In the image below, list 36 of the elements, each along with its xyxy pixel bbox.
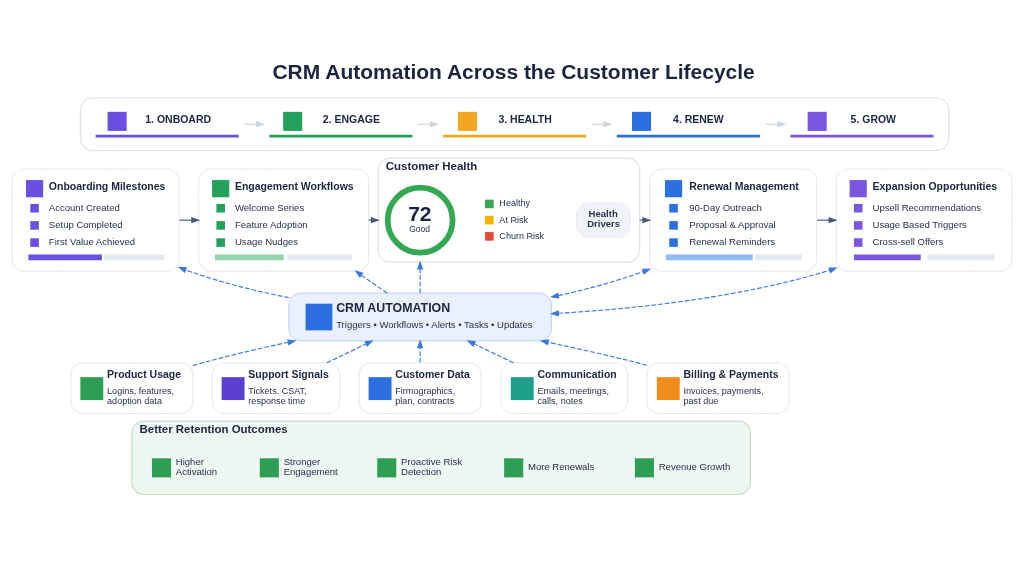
node-box: Health Drivers — [576, 202, 631, 238]
node-label: Stronger Engagement — [283, 455, 338, 478]
node-box — [377, 458, 397, 478]
arrow — [177, 266, 290, 299]
arrow — [539, 339, 648, 366]
node-box: Renewal Management 90-Day Outreach Proposal & Approval Renewal Reminders — [649, 168, 818, 272]
arrow — [417, 339, 424, 364]
node-box — [259, 458, 279, 478]
legend-label: Healthy — [499, 198, 531, 209]
node-box: Support Signals Tickets, CSAT, response time — [211, 362, 341, 414]
node-box: Customer Data Firmographics, plan, contracts — [358, 362, 482, 414]
arrow — [549, 267, 838, 317]
diagram-title: CRM Automation Across the Customer Lifecycle — [272, 60, 755, 84]
node-box — [504, 458, 524, 478]
node-label: Revenue Growth — [658, 461, 731, 473]
arrow — [326, 340, 374, 364]
arrow — [549, 268, 652, 299]
node-box: Product Usage Logins, features, adoption data — [70, 362, 194, 414]
legend-label: Churn Risk — [499, 230, 545, 241]
node-label: Proactive Risk Detection — [401, 455, 462, 478]
node-box: Onboarding Milestones Account Created Setup Completed First Value Achieved — [11, 168, 180, 272]
arrow — [192, 339, 297, 367]
node-box: Communication Emails, meetings, calls, notes — [500, 362, 629, 414]
node-label: More Renewals — [527, 461, 595, 473]
cluster — [79, 97, 950, 152]
node-box: Expansion Opportunities Upsell Recommendations Usage Based Triggers Cross-sell Offers — [835, 168, 1013, 272]
arrow — [417, 260, 424, 294]
arrow — [466, 340, 514, 364]
node-box: Billing & Payments Invoices, payments, past due — [646, 362, 790, 414]
node-box — [151, 458, 172, 478]
legend-label: At Risk — [499, 214, 529, 225]
arrow — [354, 270, 388, 294]
node-circle: 72 Good — [384, 184, 456, 256]
node-box: CRM AUTOMATION Triggers • Workflows • Alerts • Tasks • Updates — [288, 292, 552, 342]
node-label: Higher Activation — [175, 455, 218, 478]
node-box — [634, 458, 654, 478]
